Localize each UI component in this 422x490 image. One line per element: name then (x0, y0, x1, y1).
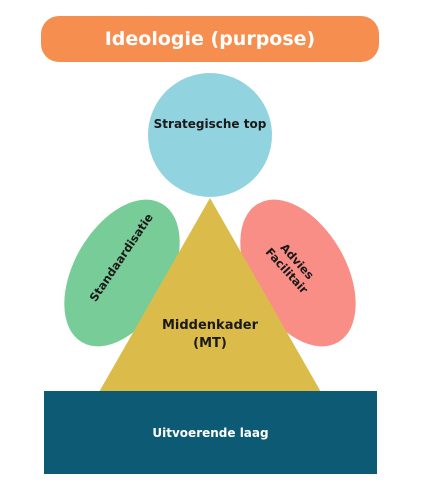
strategic-top-label: Strategische top (153, 117, 267, 131)
middle-triangle (99, 198, 321, 392)
ideology-banner: Ideologie (purpose) (41, 16, 379, 62)
top-circle (148, 73, 272, 197)
ideology-label: Ideologie (purpose) (104, 28, 316, 50)
middle-management-line1: Middenkader (161, 318, 259, 333)
middle-management-label: Middenkader (MT) (150, 317, 270, 353)
middle-management-line2: (MT) (193, 336, 227, 351)
operating-core-label: Uitvoerende laag (152, 425, 269, 440)
operating-core-box: Uitvoerende laag (44, 391, 377, 474)
